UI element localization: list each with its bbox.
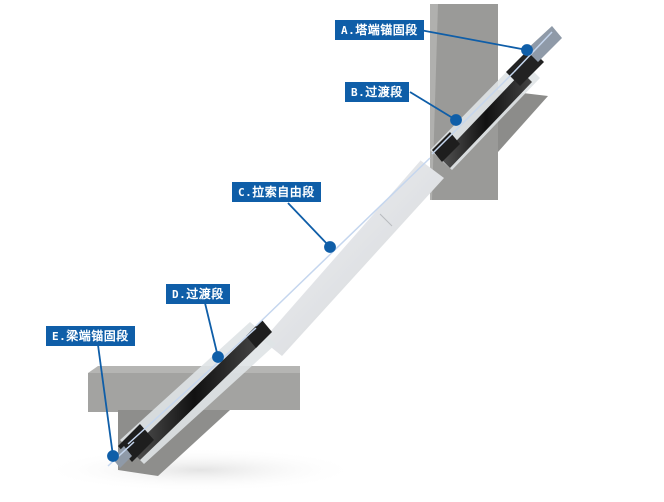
upper-anchor-assembly: [430, 26, 562, 170]
ground-shadow: [40, 448, 360, 492]
label-tower-anchorage: A.塔端锚固段: [335, 20, 424, 40]
lower-anchor-assembly: [112, 320, 276, 468]
label-free-cable: C.拉索自由段: [232, 182, 321, 202]
dimension-arrows: [107, 31, 553, 467]
leader-lines: [97, 29, 533, 462]
label-lower-transition: D.过渡段: [166, 284, 230, 304]
cable-free-segment: [261, 159, 444, 356]
label-upper-transition: B.过渡段: [345, 82, 409, 102]
label-girder-anchorage: E.梁端锚固段: [46, 326, 135, 346]
